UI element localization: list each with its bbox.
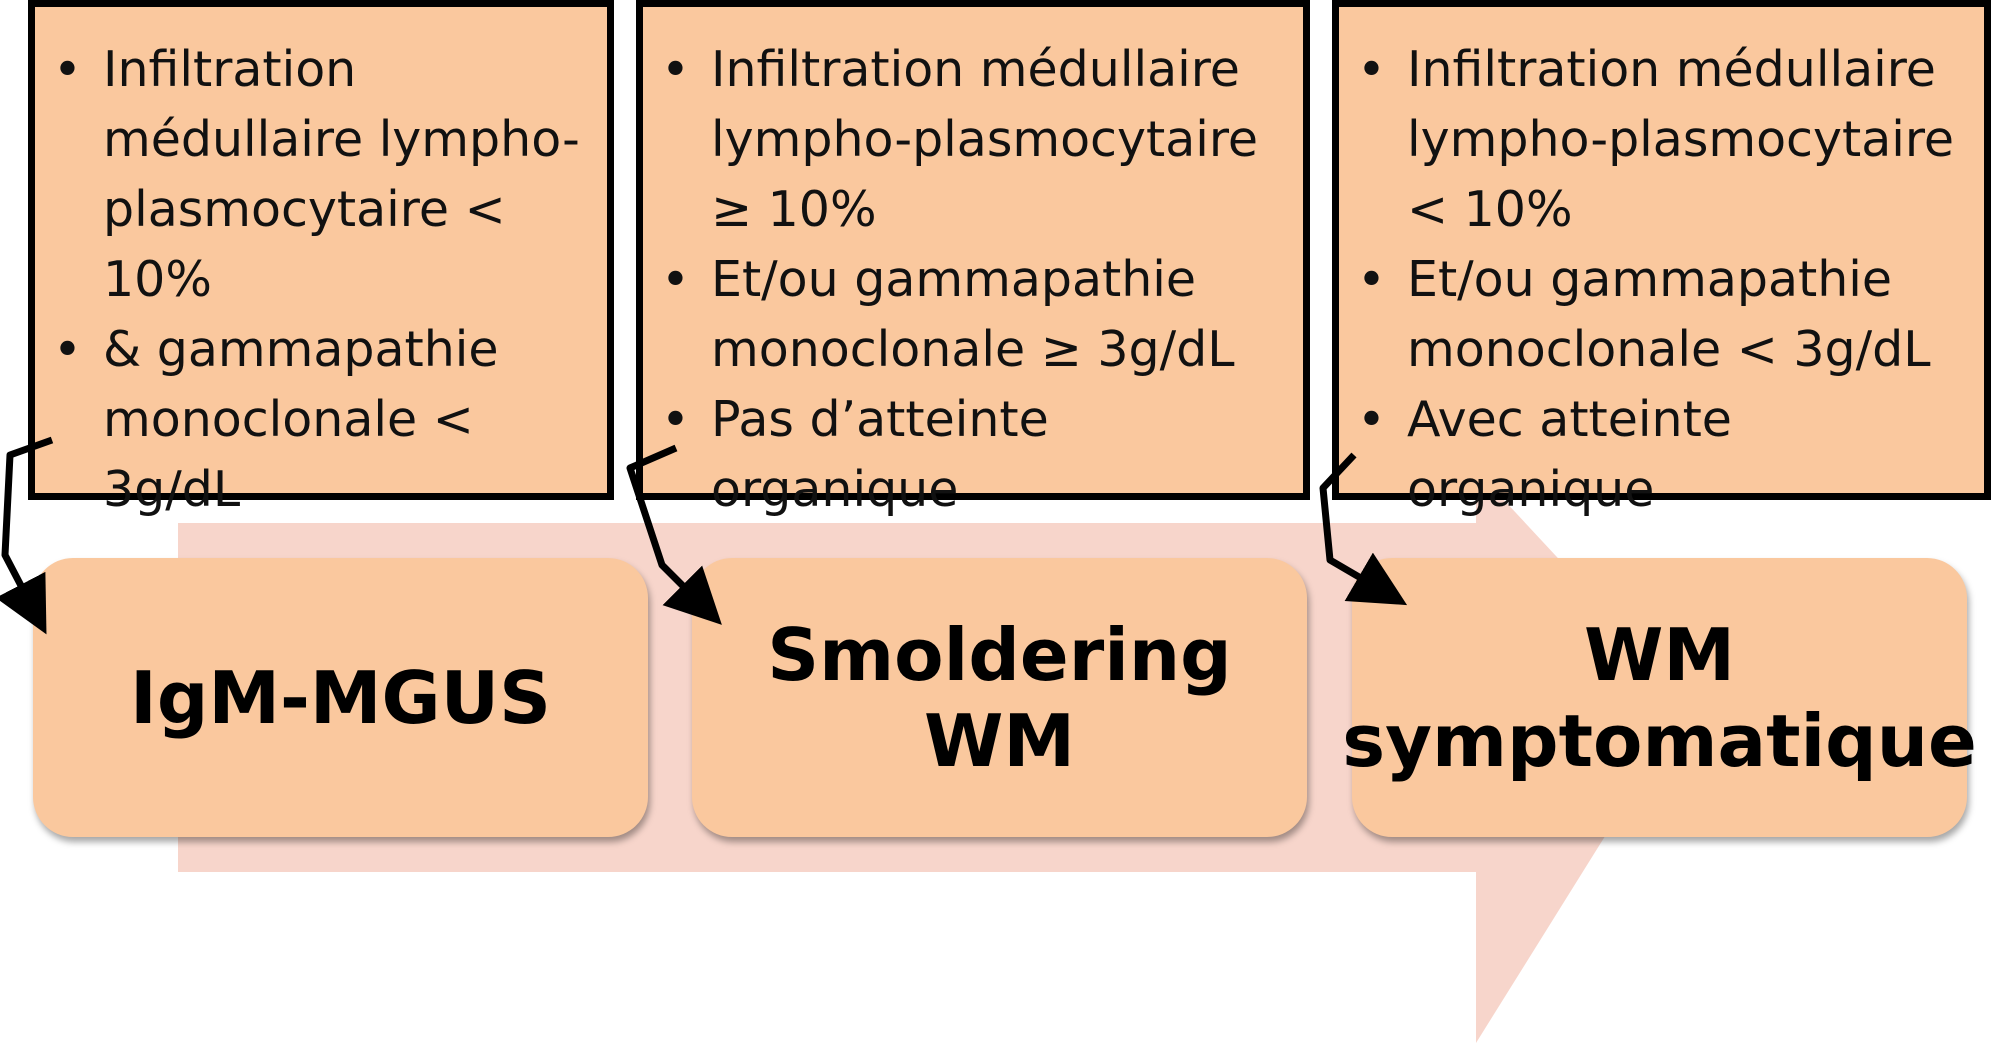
criteria-list: • Infiltration médullaire lympho-plasmoc… <box>45 35 589 525</box>
bullet-icon: • <box>661 391 690 448</box>
criteria-box-smoldering-wm: • Infiltration médullaire lympho-plasmoc… <box>636 0 1310 518</box>
stage-label: Smoldering WM <box>767 612 1231 784</box>
stage-label-line: IgM-MGUS <box>130 655 551 740</box>
stage-label: IgM-MGUS <box>130 655 551 741</box>
criteria-item: • & gammapathie monoclonale < 3g/dL <box>45 315 589 525</box>
stage-wm-symptomatique: WM symptomatique <box>1342 558 1977 837</box>
criteria-item: • Avec atteinte organique <box>1349 385 1966 525</box>
criteria-list: • Infiltration médullaire lympho-plasmoc… <box>1349 35 1966 525</box>
stage-smoldering-wm: Smoldering WM <box>692 558 1307 837</box>
criteria-text: Et/ou gammapathie monoclonale < 3g/dL <box>1407 251 1931 378</box>
criteria-item: • Et/ou gammapathie monoclonale < 3g/dL <box>1349 245 1966 385</box>
stage-label-line: WM <box>923 698 1076 783</box>
criteria-text: Et/ou gammapathie monoclonale ≥ 3g/dL <box>711 251 1235 378</box>
criteria-item: • Et/ou gammapathie monoclonale ≥ 3g/dL <box>653 245 1285 385</box>
bullet-icon: • <box>53 41 82 98</box>
bullet-icon: • <box>661 251 690 308</box>
criteria-text: Infiltration médullaire lympho-plasmocyt… <box>103 41 580 308</box>
bullet-icon: • <box>661 41 690 98</box>
stage-label: WM symptomatique <box>1342 612 1977 784</box>
criteria-list: • Infiltration médullaire lympho-plasmoc… <box>653 35 1285 525</box>
criteria-box-igm-mgus: • Infiltration médullaire lympho-plasmoc… <box>28 0 614 518</box>
stage-igm-mgus: IgM-MGUS <box>33 558 648 837</box>
bullet-icon: • <box>1357 41 1386 98</box>
criteria-text: Infiltration médullaire lympho-plasmocyt… <box>1407 41 1955 238</box>
criteria-text: Infiltration médullaire lympho-plasmocyt… <box>711 41 1259 238</box>
criteria-item: • Infiltration médullaire lympho-plasmoc… <box>45 35 589 315</box>
stage-label-line: symptomatique <box>1342 698 1977 783</box>
criteria-item: • Infiltration médullaire lympho-plasmoc… <box>653 35 1285 245</box>
criteria-item: • Infiltration médullaire lympho-plasmoc… <box>1349 35 1966 245</box>
bullet-icon: • <box>1357 251 1386 308</box>
criteria-item: • Pas d’atteinte organique <box>653 385 1285 525</box>
stage-label-line: WM <box>1583 612 1736 697</box>
stage-label-line: Smoldering <box>767 612 1232 697</box>
bullet-icon: • <box>1357 391 1386 448</box>
bullet-icon: • <box>53 321 82 378</box>
criteria-text: Avec atteinte organique <box>1407 391 1732 518</box>
criteria-box-wm-symptomatique: • Infiltration médullaire lympho-plasmoc… <box>1332 0 1991 518</box>
criteria-text: & gammapathie monoclonale < 3g/dL <box>103 321 499 518</box>
criteria-text: Pas d’atteinte organique <box>711 391 1049 518</box>
